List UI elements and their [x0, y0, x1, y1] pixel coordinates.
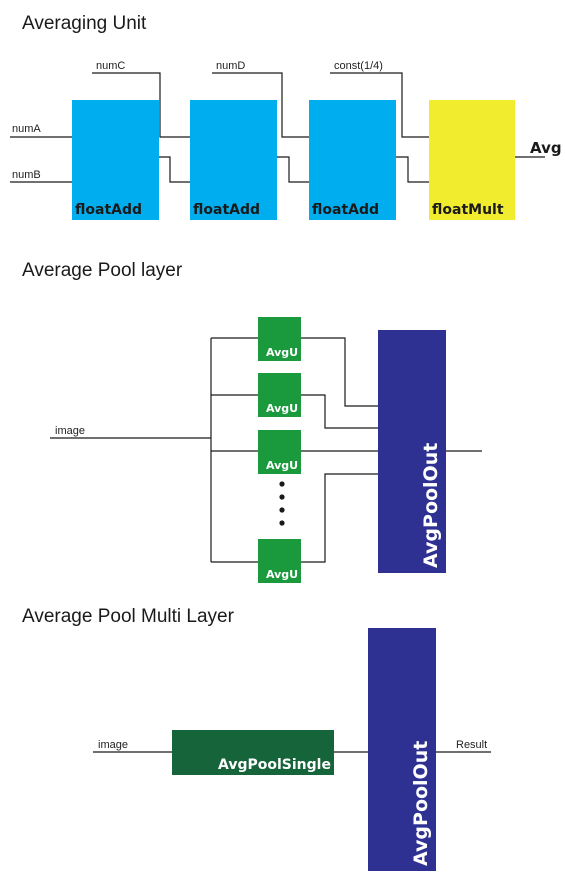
avgu-block-1: [258, 317, 301, 361]
avg-pool-out-label-1: AvgPoolOut: [420, 443, 442, 568]
avg-pool-out-label-2: AvgPoolOut: [410, 741, 432, 866]
float-add-label-3: floatAdd: [312, 202, 379, 218]
avg-pool-single-label: AvgPoolSingle: [218, 757, 331, 773]
average-pool-layer-wires: [50, 337, 482, 563]
const-label: const(1/4): [334, 60, 383, 72]
avg-pool-out-block-1: [378, 330, 446, 573]
average-pool-multi-layer-title: Average Pool Multi Layer: [22, 606, 235, 627]
num-c-label: numC: [96, 60, 125, 72]
multi-layer-image-label: image: [98, 739, 128, 751]
result-output-label: Result: [456, 739, 487, 751]
avgu-label-3: AvgU: [266, 459, 298, 472]
avgu-block-3: [258, 430, 301, 474]
float-add-label-2: floatAdd: [193, 202, 260, 218]
float-mult-label: floatMult: [432, 202, 504, 218]
avg-pool-out-block-2: [368, 628, 436, 871]
ellipsis-dots: [279, 481, 285, 526]
avgu-block-2: [258, 373, 301, 417]
avg-pool-single-block: [172, 730, 334, 775]
float-mult-block: [429, 100, 515, 220]
average-pool-layer-title: Average Pool layer: [22, 260, 183, 281]
avg-output-label: Avg: [530, 139, 562, 157]
avgu-block-4: [258, 539, 301, 583]
float-add-label-1: floatAdd: [75, 202, 142, 218]
num-b-label: numB: [12, 169, 41, 181]
averaging-unit-wires: [10, 72, 545, 183]
float-add-block-1: [72, 100, 159, 220]
avgu-label-4: AvgU: [266, 568, 298, 581]
float-add-block-2: [190, 100, 277, 220]
num-a-label: numA: [12, 123, 41, 135]
avgu-label-2: AvgU: [266, 402, 298, 415]
num-d-label: numD: [216, 60, 245, 72]
avgu-label-1: AvgU: [266, 346, 298, 359]
pool-layer-image-label: image: [55, 425, 85, 437]
float-add-block-3: [309, 100, 396, 220]
averaging-unit-title: Averaging Unit: [22, 13, 147, 34]
